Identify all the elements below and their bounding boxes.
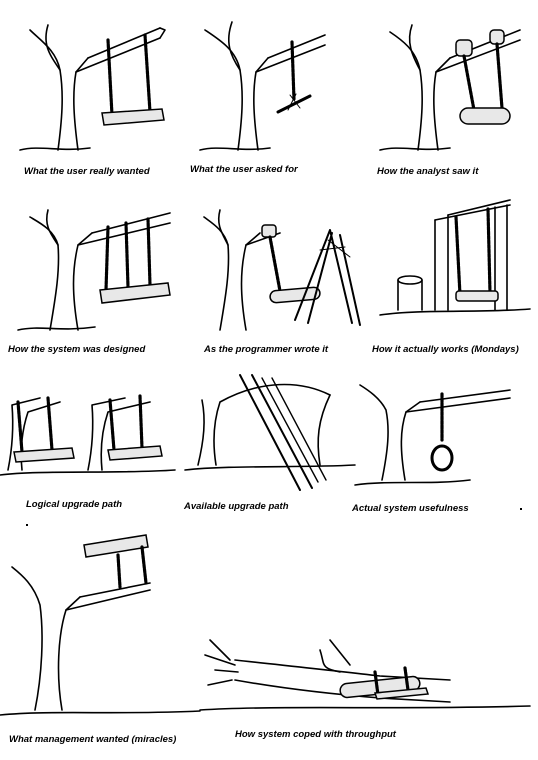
slide-illustration: [184, 374, 356, 491]
two-tree-swings-illustration: [0, 394, 176, 476]
caption-management: What management wanted (miracles): [9, 734, 177, 745]
panel-available-upgrade: Available upgrade path: [180, 370, 360, 515]
caption-actually-works: How it actually works (Mondays): [372, 344, 519, 355]
fallen-tree-illustration: [199, 639, 531, 711]
noose-illustration: [354, 384, 511, 486]
caption-designed: How the system was designed: [8, 344, 146, 355]
stray-mark: [520, 508, 522, 510]
caption-logical-upgrade: Logical upgrade path: [26, 499, 123, 510]
broken-swing-illustration: [203, 209, 361, 331]
panel-user-wanted: What the user really wanted: [0, 0, 180, 185]
caption-usefulness: Actual system usefulness: [352, 503, 469, 514]
stray-mark: [26, 524, 28, 526]
panel-programmer: As the programmer wrote it: [180, 195, 361, 360]
caption-user-wanted: What the user really wanted: [24, 166, 150, 177]
stump-swing-illustration: [379, 199, 531, 316]
three-rope-swing-illustration: [17, 209, 171, 331]
caption-available-upgrade: Available upgrade path: [184, 501, 289, 512]
panel-usefulness: Actual system usefulness: [350, 370, 538, 515]
panel-user-asked: What the user asked for: [180, 0, 360, 185]
panel-throughput: How system coped with throughput: [199, 610, 538, 750]
caption-programmer: As the programmer wrote it: [204, 344, 329, 355]
panel-actually-works: How it actually works (Mondays): [360, 195, 538, 360]
panel-management: What management wanted (miracles): [0, 525, 210, 750]
caption-user-asked: What the user asked for: [190, 164, 298, 175]
tree-swing-illustration: [19, 24, 166, 151]
caption-throughput: How system coped with throughput: [235, 729, 396, 740]
caption-analyst: How the analyst saw it: [377, 166, 479, 177]
panel-analyst: How the analyst saw it: [360, 0, 538, 185]
inverted-swing-illustration: [0, 534, 201, 716]
rope-stick-illustration: [199, 21, 326, 151]
panel-designed: How the system was designed: [0, 195, 180, 360]
log-swing-illustration: [379, 24, 521, 151]
panel-logical-upgrade: Logical upgrade path: [0, 370, 180, 515]
